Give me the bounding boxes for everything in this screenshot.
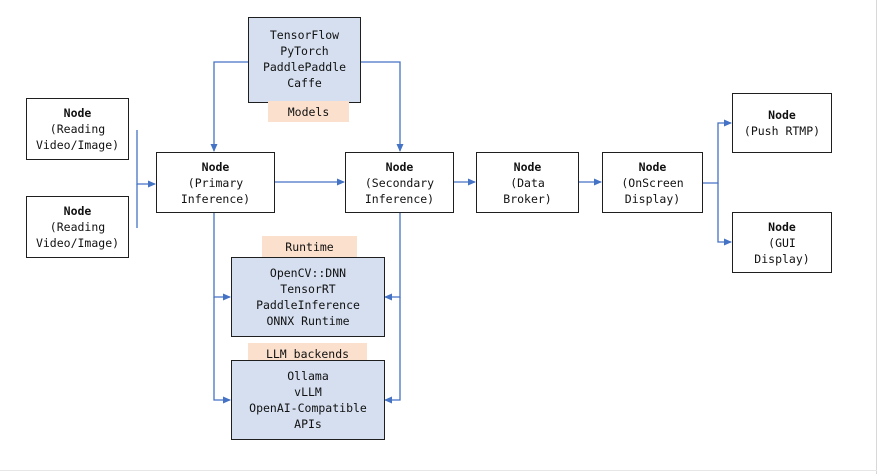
runtime-item-onnx-runtime: ONNX Runtime	[266, 314, 350, 328]
runtime-group: OpenCV::DNN TensorRT PaddleInference ONN…	[231, 257, 385, 337]
node-broker-line-2: Broker)	[503, 191, 552, 206]
arrow-reader1-to-primary	[136, 130, 156, 188]
node-broker-line-1: (Data	[510, 175, 545, 190]
node-secondary-inference: Node (Secondary Inference)	[345, 152, 454, 213]
models-group: TensorFlow PyTorch PaddlePaddle Caffe	[248, 17, 361, 103]
node-primary-title: Node	[201, 159, 230, 174]
node-reading-2-line-2: Video/Image)	[35, 236, 120, 250]
runtime-item-tensorrt: TensorRT	[280, 282, 336, 296]
arrow-models-to-primary	[210, 61, 248, 152]
llm-item-apis: APIs	[294, 417, 322, 431]
node-reading-1: Node (Reading Video/Image)	[26, 98, 129, 160]
node-data-broker: Node (Data Broker)	[476, 152, 579, 213]
node-onscreen-display: Node (OnScreen Display)	[602, 152, 703, 213]
llm-item-openai-compatible: OpenAI-Compatible	[249, 401, 367, 415]
node-reading-2-title: Node	[63, 204, 92, 218]
models-item-pytorch: PyTorch	[280, 44, 329, 58]
node-osd-line-2: Display)	[624, 191, 681, 206]
node-osd-line-1: (OnScreen	[621, 175, 684, 190]
node-secondary-line-1: (Secondary	[364, 175, 435, 190]
runtime-item-opencv-dnn: OpenCV::DNN	[269, 266, 347, 280]
llm-item-vllm: vLLM	[294, 385, 322, 399]
arrow-secondary-to-runtime	[384, 213, 401, 301]
llm-backends-group: Ollama vLLM OpenAI-Compatible APIs	[231, 360, 385, 440]
node-reading-2-line-1: (Reading	[49, 220, 106, 234]
models-item-caffe: Caffe	[287, 76, 322, 90]
runtime-label: Runtime	[262, 236, 357, 257]
page-bottom-border	[0, 470, 877, 471]
node-gui-line-2: Display)	[754, 251, 810, 266]
node-push-rtmp: Node (Push RTMP)	[732, 93, 832, 153]
node-osd-title: Node	[638, 159, 667, 174]
node-reading-1-line-2: Video/Image)	[35, 138, 120, 152]
runtime-item-paddleinference: PaddleInference	[256, 298, 360, 312]
node-broker-title: Node	[513, 159, 542, 174]
node-secondary-title: Node	[385, 159, 414, 174]
node-rtmp-title: Node	[768, 108, 796, 122]
node-rtmp-line-1: (Push RTMP)	[743, 124, 821, 138]
node-primary-line-1: (Primary	[187, 175, 244, 190]
arrow-secondary-to-llm	[384, 297, 401, 404]
node-reading-1-line-1: (Reading	[49, 122, 106, 136]
llm-backends-label: LLM backends	[248, 343, 367, 364]
node-reading-1-title: Node	[63, 106, 92, 120]
node-primary-inference: Node (Primary Inference)	[156, 152, 275, 213]
models-item-paddlepaddle: PaddlePaddle	[262, 60, 347, 74]
models-label: Models	[268, 101, 349, 122]
arrow-models-to-secondary	[361, 61, 404, 152]
node-gui-title: Node	[768, 219, 796, 234]
node-gui-display: Node (GUI Display)	[732, 212, 832, 273]
arrow-primary-to-runtime	[213, 213, 231, 301]
page-right-border	[876, 0, 877, 474]
node-primary-line-2: Inference)	[180, 191, 251, 206]
arrow-primary-to-llm	[213, 297, 231, 404]
arrow-osd-to-gui	[717, 183, 732, 246]
node-reading-2: Node (Reading Video/Image)	[26, 196, 129, 258]
llm-item-ollama: Ollama	[287, 369, 329, 383]
node-gui-line-1: (GUI	[768, 235, 796, 250]
arrow-osd-to-rtmp	[703, 119, 732, 184]
models-item-tensorflow: TensorFlow	[269, 28, 340, 42]
node-secondary-line-2: Inference)	[364, 191, 435, 206]
